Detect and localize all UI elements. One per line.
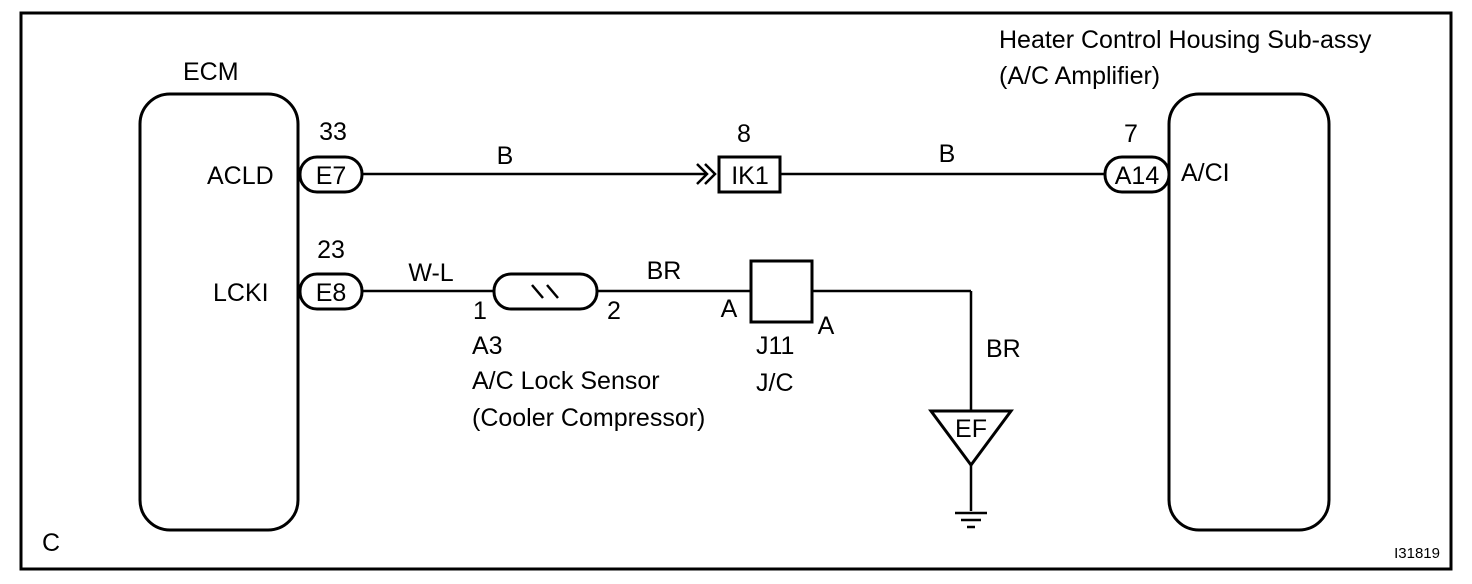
ground-point-ef xyxy=(928,409,1014,468)
junction-code: J11 xyxy=(756,332,794,360)
amplifier-title-line2: (A/C Amplifier) xyxy=(999,62,1160,90)
lock-sensor-code: A3 xyxy=(472,332,503,360)
amplifier-block xyxy=(1167,92,1331,532)
corner-letter: C xyxy=(42,529,60,557)
connector-arrow-outer xyxy=(696,163,709,185)
connector-e7-pin: 33 xyxy=(319,118,347,146)
wire-color-lcki-wl: W-L xyxy=(408,259,453,287)
wire-color-acld-right: B xyxy=(939,140,956,168)
connector-arrow-inner xyxy=(704,163,717,185)
connector-e8-id: E8 xyxy=(316,279,347,307)
lock-sensor-location: (Cooler Compressor) xyxy=(472,404,705,432)
diagram-frame xyxy=(19,11,1453,571)
junction-terminal-right: A xyxy=(818,312,835,340)
connector-e7-id: E7 xyxy=(316,162,347,190)
lock-sensor-name: A/C Lock Sensor xyxy=(472,367,660,395)
junction-terminal-left: A xyxy=(721,295,738,323)
junction-j11-box xyxy=(749,259,814,324)
connector-e7 xyxy=(298,155,364,194)
lock-sensor-pin-1: 1 xyxy=(473,297,487,325)
wire-color-lcki-br: BR xyxy=(647,257,682,285)
ecm-pin-acld-label: ACLD xyxy=(207,162,274,190)
ecm-pin-lcki-label: LCKI xyxy=(213,279,269,307)
connector-e8 xyxy=(298,272,364,311)
connector-a14-pin: 7 xyxy=(1124,120,1138,148)
lock-sensor-pin-2: 2 xyxy=(607,297,621,325)
ecm-title: ECM xyxy=(183,58,239,86)
amplifier-pin-aci-label: A/CI xyxy=(1181,159,1230,187)
amplifier-title-line1: Heater Control Housing Sub-assy xyxy=(999,26,1372,54)
lock-sensor-slash-1 xyxy=(531,284,544,299)
connector-ik1-id: IK1 xyxy=(731,162,769,190)
connector-e8-pin: 23 xyxy=(317,236,345,264)
lock-sensor-symbol xyxy=(492,272,599,311)
connector-a14-id: A14 xyxy=(1115,162,1160,190)
ecm-block xyxy=(138,92,300,532)
wire-color-ground-br: BR xyxy=(986,335,1021,363)
connector-ik1 xyxy=(717,155,782,194)
ground-point-label: EF xyxy=(955,415,987,443)
junction-name: J/C xyxy=(756,369,794,397)
connector-ik1-pin: 8 xyxy=(737,120,751,148)
lock-sensor-slash-2 xyxy=(546,284,559,299)
wire-color-acld-left: B xyxy=(497,142,514,170)
connector-a14 xyxy=(1103,155,1171,194)
figure-id: I31819 xyxy=(1394,545,1440,562)
